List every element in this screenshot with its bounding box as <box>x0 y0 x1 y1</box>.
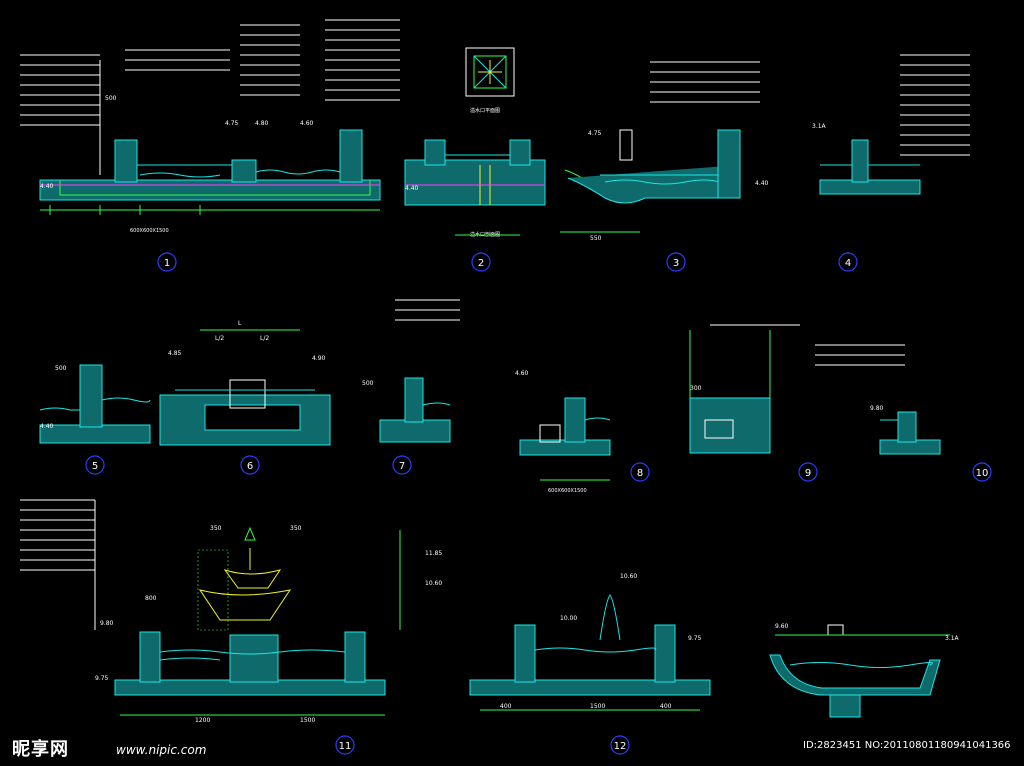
section-11-dim-left: 9.80 <box>100 620 114 627</box>
section-12-dim-1500: 1500 <box>590 703 605 710</box>
section-3-dim-elev: 4.40 <box>755 180 769 187</box>
watermark-id: ID:2823451 NO:20110801180941041366 <box>803 740 1011 751</box>
section-9-detail: 300 <box>689 324 800 454</box>
section-5-detail: 4.40 500 <box>39 364 151 444</box>
watermark-brand: 昵享网 <box>12 739 69 760</box>
section-9-label: 9 <box>805 468 811 479</box>
section-6-label: 6 <box>247 461 253 472</box>
section-3-label: 3 <box>673 258 679 269</box>
section-2-dim: 4.40 <box>405 185 419 192</box>
section-3-detail: 4.75 4.40 550 <box>560 61 769 242</box>
plan-title: 溢水口平面图 <box>470 107 500 114</box>
section-10-number: 10 <box>972 462 992 482</box>
section-12-detail: 10.60 10.00 9.75 400 1500 400 <box>469 573 711 711</box>
section-12-dim-jet: 10.60 <box>620 573 637 580</box>
section-1-dim-elev: 4.40 <box>40 183 54 190</box>
section-1-dim-width: 500 <box>105 95 117 102</box>
section-12-dim-400: 400 <box>500 703 512 710</box>
section-7-label: 7 <box>399 461 405 472</box>
section-2-number: 2 <box>471 252 491 272</box>
section-5-dim: 4.40 <box>40 423 54 430</box>
section-5-label: 5 <box>92 461 98 472</box>
section-11-detail: 350 350 9.80 9.75 11.85 10.60 800 1200 1… <box>20 499 442 724</box>
section-11-dim-top: 11.85 <box>425 550 442 557</box>
section-7-detail: 500 <box>362 299 460 443</box>
section-7-number: 7 <box>392 455 412 475</box>
section-11-dim-350b: 350 <box>290 525 302 532</box>
section-8-label: 8 <box>637 468 643 479</box>
section-8-number: 8 <box>630 462 650 482</box>
section-12-dim-edge: 9.75 <box>688 635 702 642</box>
section-8-detail: 4.60 600X600X1500 <box>515 370 611 494</box>
section-5-number: 5 <box>85 455 105 475</box>
section-1-dim-wall: 4.60 <box>300 120 314 127</box>
section-11-dim-span2: 1500 <box>300 717 315 724</box>
section-11-number: 11 <box>335 735 355 755</box>
section-4-detail: 3.1A <box>812 54 970 195</box>
section-6-dim-L: L <box>238 320 242 327</box>
basin-dim-left: 9.60 <box>775 623 789 630</box>
section-6-dim-half-right: L/2 <box>260 335 269 342</box>
section-10-detail: 9.80 <box>815 344 941 455</box>
basin-section-detail: 9.60 3.1A <box>769 623 960 718</box>
section-4-number: 4 <box>838 252 858 272</box>
section-5-dim-width: 500 <box>55 365 67 372</box>
section-12-dim-water: 10.00 <box>560 615 577 622</box>
section-6-number: 6 <box>240 455 260 475</box>
section-9-number: 9 <box>798 462 818 482</box>
section-11-dim-350: 350 <box>210 525 222 532</box>
section-3-dim-span: 550 <box>590 235 602 242</box>
section-3-number: 3 <box>666 252 686 272</box>
section-6-dim-edge: 4.85 <box>168 350 182 357</box>
section-8-dim-elev: 4.60 <box>515 370 529 377</box>
section-1-detail: 4.40 4.75 4.80 4.60 500 600X600X1500 <box>20 19 400 234</box>
section-6-dim-half-left: L/2 <box>215 335 224 342</box>
section-1-dim-water: 4.75 <box>225 120 239 127</box>
section-2-detail: 溢水口平面图 溢水口剖面图 4.40 <box>404 47 546 238</box>
section-11-dim-600: 800 <box>145 595 157 602</box>
section-11-dim-mid: 10.60 <box>425 580 442 587</box>
section-1-dim-top: 4.80 <box>255 120 269 127</box>
section-9-dim: 300 <box>690 385 702 392</box>
section-4-dim: 3.1A <box>812 123 827 130</box>
section-7-dim: 500 <box>362 380 374 387</box>
section-12-label: 12 <box>614 741 627 752</box>
section-8-note-pile: 600X600X1500 <box>548 488 587 494</box>
section-2-label: 2 <box>478 258 484 269</box>
section-11-dim-base: 9.75 <box>95 675 109 682</box>
section-3-dim-water: 4.75 <box>588 130 602 137</box>
section-12-dim-400b: 400 <box>660 703 672 710</box>
section-6-detail: L L/2 L/2 4.85 4.90 <box>159 320 331 446</box>
watermark-site: www.nipic.com <box>116 743 207 757</box>
section-11-dim-span: 1200 <box>195 717 210 724</box>
section-1-note-pile: 600X600X1500 <box>130 228 169 234</box>
section-4-label: 4 <box>845 258 851 269</box>
section-10-dim: 9.80 <box>870 405 884 412</box>
section-10-label: 10 <box>976 468 989 479</box>
section-11-label: 11 <box>339 741 352 752</box>
section-6-dim-top: 4.90 <box>312 355 326 362</box>
section-1-number: 1 <box>157 252 177 272</box>
section-1-label: 1 <box>164 258 170 269</box>
section-12-number: 12 <box>610 735 630 755</box>
basin-dim-right: 3.1A <box>945 635 960 642</box>
